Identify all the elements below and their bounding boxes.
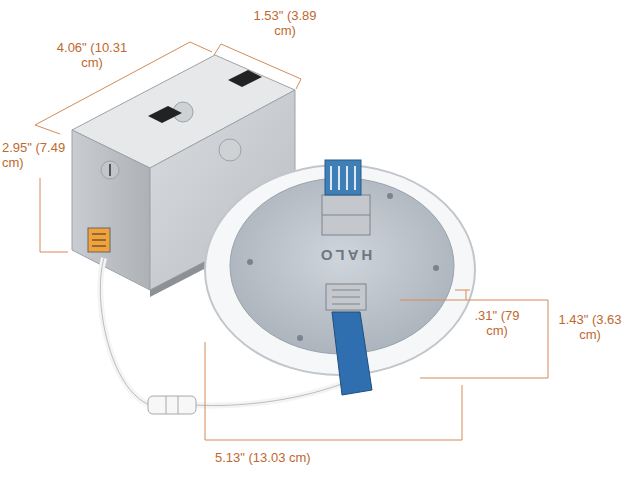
- terminal-block: [92, 240, 106, 241]
- dimension-label: 1.53" (3.89 cm): [246, 8, 324, 38]
- dimension-line: [462, 385, 463, 440]
- wire-connector: [166, 396, 167, 414]
- spring-clip: [354, 166, 356, 190]
- dimension-line: [35, 125, 60, 134]
- dimension-line: [214, 44, 221, 55]
- spring-clip: [346, 166, 348, 190]
- junction-box: [101, 161, 119, 179]
- downlight-trim: [433, 265, 439, 271]
- junction-box: [72, 130, 150, 290]
- dimension-label: 2.95" (7.49 cm): [2, 140, 80, 170]
- wire-connector: [178, 396, 179, 414]
- wire: [100, 258, 150, 405]
- downlight-trim: [387, 193, 393, 199]
- spring-clip: [330, 166, 332, 190]
- dimension-line: [205, 440, 462, 441]
- spring-clip: [332, 290, 360, 291]
- dimension-label: 1.43" (3.63 cm): [551, 312, 629, 342]
- terminal-block: [88, 228, 110, 252]
- dimension-line: [221, 44, 301, 79]
- terminal-block: [92, 246, 106, 247]
- knockout-plug: [148, 106, 182, 123]
- dimension-line: [548, 300, 549, 378]
- blue-strap: [332, 312, 372, 395]
- wire-connector: [148, 396, 196, 414]
- wire: [100, 258, 150, 405]
- knockout-plug: [228, 70, 262, 87]
- logo-text: HALO: [305, 248, 385, 263]
- junction-box: [109, 164, 111, 176]
- dimension-line: [205, 342, 206, 440]
- dimension-line: [466, 290, 467, 300]
- spring-clip: [332, 304, 360, 305]
- dimension-line: [420, 378, 548, 379]
- dimension-line: [40, 252, 68, 253]
- dimension-label: 5.13" (13.03 cm): [215, 450, 311, 465]
- terminal-block: [88, 228, 110, 252]
- downlight-trim: [297, 335, 303, 341]
- dimension-line: [35, 42, 548, 440]
- spring-clip: [322, 195, 370, 235]
- downlight-trim: [247, 259, 253, 265]
- wire-connector: [148, 396, 196, 414]
- dimension-line: [455, 290, 470, 291]
- spring-clip: [332, 297, 360, 298]
- junction-box: [219, 139, 241, 161]
- dimension-label: .31" (79 cm): [467, 308, 527, 338]
- terminal-block: [92, 234, 106, 235]
- spring-clip: [326, 284, 366, 310]
- spring-clip: [322, 215, 370, 216]
- dimension-line: [190, 42, 212, 52]
- dimension-line: [40, 178, 41, 252]
- blue-strap: [332, 312, 372, 395]
- dimension-line: [400, 300, 548, 301]
- knockout-plug: [148, 70, 262, 123]
- dimension-line: [296, 79, 301, 89]
- spring-clip: [338, 166, 340, 190]
- spring-clip: [325, 160, 361, 195]
- dimension-label: 4.06" (10.31 cm): [52, 40, 132, 70]
- spring-clip: [322, 160, 370, 310]
